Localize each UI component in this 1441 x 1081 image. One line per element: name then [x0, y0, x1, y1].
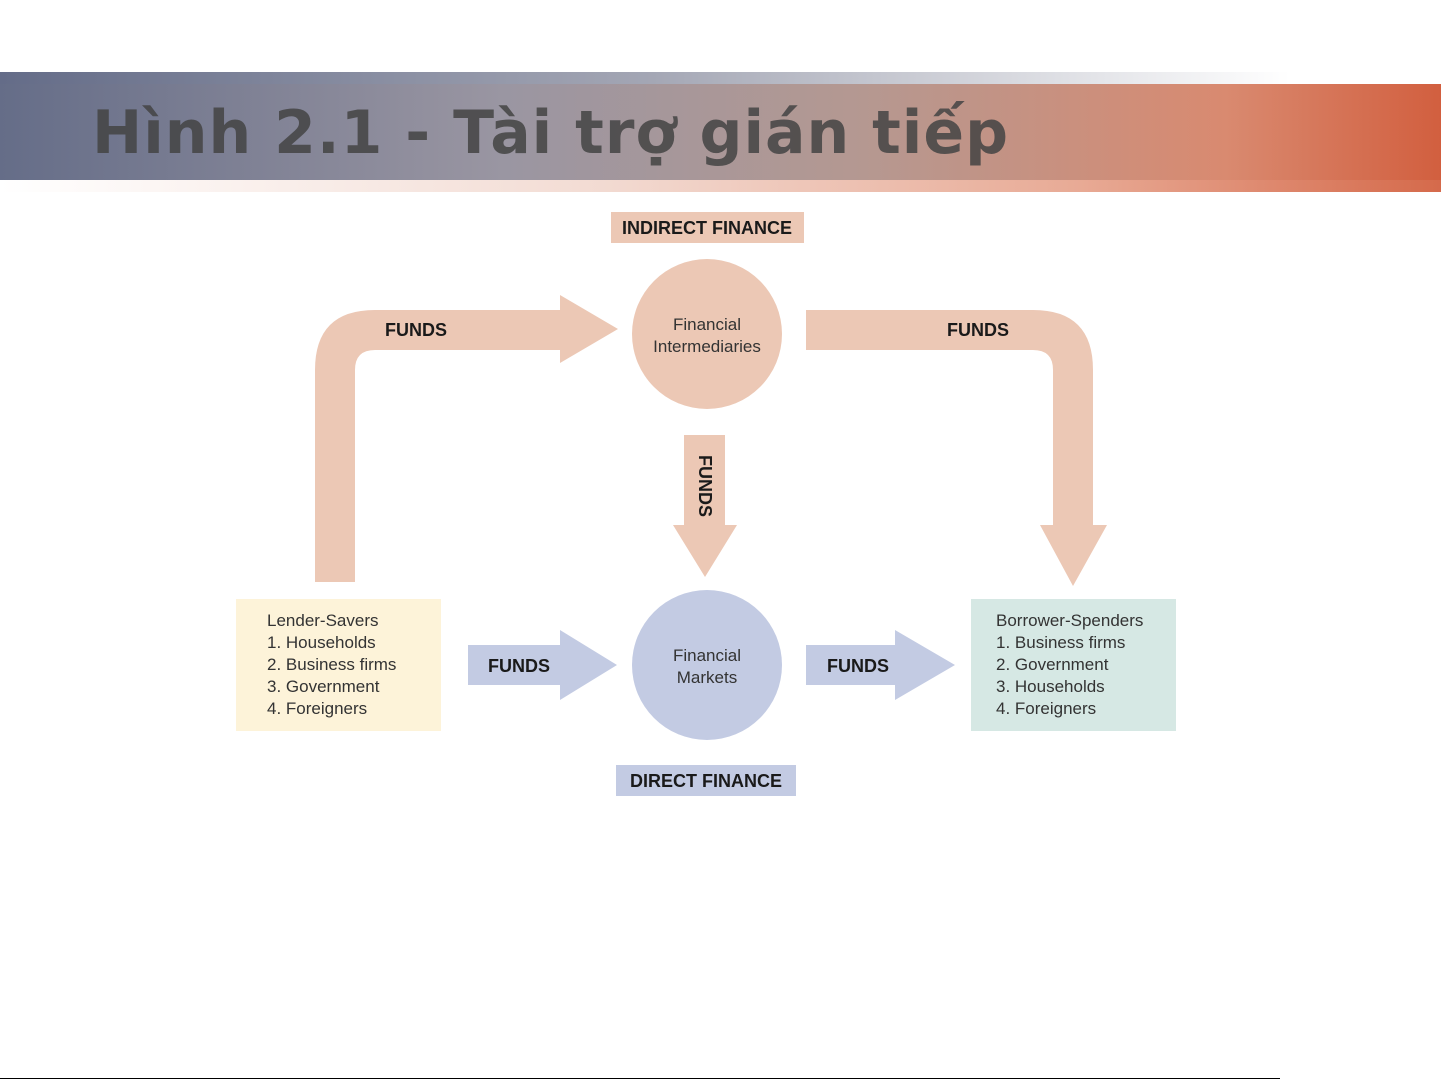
borrower-item: 2. Government: [996, 655, 1109, 674]
direct-finance-label: DIRECT FINANCE: [630, 771, 782, 791]
lender-item: 2. Business firms: [267, 655, 396, 674]
indirect-finance-label: INDIRECT FINANCE: [622, 218, 792, 238]
lender-item: 1. Households: [267, 633, 376, 652]
funds-arrow-lenders-to-intermediaries: [315, 295, 618, 582]
financial-intermediaries-circle: [632, 259, 782, 409]
footer-divider: [0, 1078, 1280, 1079]
title-band: [0, 84, 1441, 180]
borrower-item: 3. Households: [996, 677, 1105, 696]
funds-label-right-top: FUNDS: [947, 320, 1009, 340]
borrower-item: 1. Business firms: [996, 633, 1125, 652]
lender-savers-box: [236, 599, 441, 731]
borrower-spenders-title: Borrower-Spenders: [996, 611, 1143, 630]
funds-arrow-intermediaries-to-borrowers: [806, 310, 1107, 586]
lender-savers-title: Lender-Savers: [267, 611, 379, 630]
intermediaries-line-1: Financial: [673, 315, 741, 334]
funds-arrow-intermediaries-to-markets: [673, 435, 737, 577]
borrower-item: 4. Foreigners: [996, 699, 1096, 718]
markets-line-2: Markets: [677, 668, 737, 687]
indirect-finance-label-bg: [611, 212, 804, 243]
lender-item: 4. Foreigners: [267, 699, 367, 718]
funds-label-vertical: FUNDS: [695, 455, 715, 517]
funds-label-left-top: FUNDS: [385, 320, 447, 340]
funds-arrow-markets-to-borrowers: [806, 630, 955, 700]
direct-finance-label-bg: [616, 765, 796, 796]
lender-item: 3. Government: [267, 677, 380, 696]
funds-arrow-lenders-to-markets: [468, 630, 617, 700]
markets-line-1: Financial: [673, 646, 741, 665]
funds-label-right-bottom: FUNDS: [827, 656, 889, 676]
funds-label-left-bottom: FUNDS: [488, 656, 550, 676]
title-band-bottom-strip: [0, 180, 1441, 192]
borrower-spenders-box: [971, 599, 1176, 731]
financial-markets-circle: [632, 590, 782, 740]
intermediaries-line-2: Intermediaries: [653, 337, 761, 356]
title-band-top-strip: [0, 72, 1290, 84]
slide-title: Hình 2.1 - Tài trợ gián tiếp: [92, 98, 1010, 168]
